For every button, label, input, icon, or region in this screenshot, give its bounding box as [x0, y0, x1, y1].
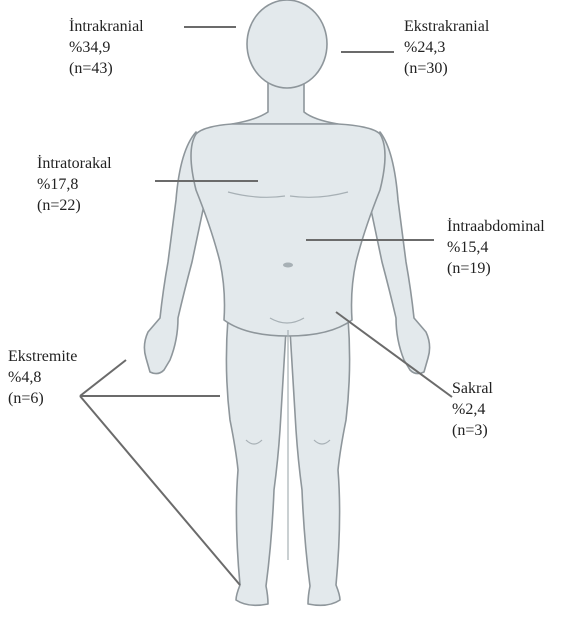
- label-ekstrakranial: Ekstrakranial %24,3 (n=30): [404, 16, 489, 79]
- body-head: [247, 0, 327, 88]
- ekstrakranial-name: Ekstrakranial: [404, 16, 489, 37]
- body-right-leg: [290, 318, 350, 605]
- leader-line-sakral: [336, 312, 452, 397]
- intrakranial-percent: %34,9: [69, 37, 144, 58]
- human-body-figure: [144, 0, 429, 605]
- navel-icon: [283, 263, 293, 268]
- leader-line-ekstremite-foot: [80, 396, 240, 585]
- ekstremite-count: (n=6): [8, 388, 77, 409]
- intratorakal-percent: %17,8: [37, 174, 112, 195]
- intrakranial-count: (n=43): [69, 58, 144, 79]
- sakral-count: (n=3): [452, 420, 493, 441]
- intratorakal-count: (n=22): [37, 195, 112, 216]
- intrakranial-name: İntrakranial: [69, 16, 144, 37]
- ekstrakranial-percent: %24,3: [404, 37, 489, 58]
- label-intratorakal: İntratorakal %17,8 (n=22): [37, 153, 112, 216]
- ekstrakranial-count: (n=30): [404, 58, 489, 79]
- intraabdominal-count: (n=19): [447, 258, 545, 279]
- label-intrakranial: İntrakranial %34,9 (n=43): [69, 16, 144, 79]
- ekstremite-name: Ekstremite: [8, 346, 77, 367]
- label-intraabdominal: İntraabdominal %15,4 (n=19): [447, 216, 545, 279]
- sakral-name: Sakral: [452, 378, 493, 399]
- intraabdominal-percent: %15,4: [447, 237, 545, 258]
- label-sakral: Sakral %2,4 (n=3): [452, 378, 493, 441]
- sakral-percent: %2,4: [452, 399, 493, 420]
- body-torso: [191, 124, 385, 336]
- ekstremite-percent: %4,8: [8, 367, 77, 388]
- label-ekstremite: Ekstremite %4,8 (n=6): [8, 346, 77, 409]
- leader-line-ekstremite-arm: [80, 360, 126, 396]
- body-left-leg: [226, 318, 286, 605]
- intratorakal-name: İntratorakal: [37, 153, 112, 174]
- intraabdominal-name: İntraabdominal: [447, 216, 545, 237]
